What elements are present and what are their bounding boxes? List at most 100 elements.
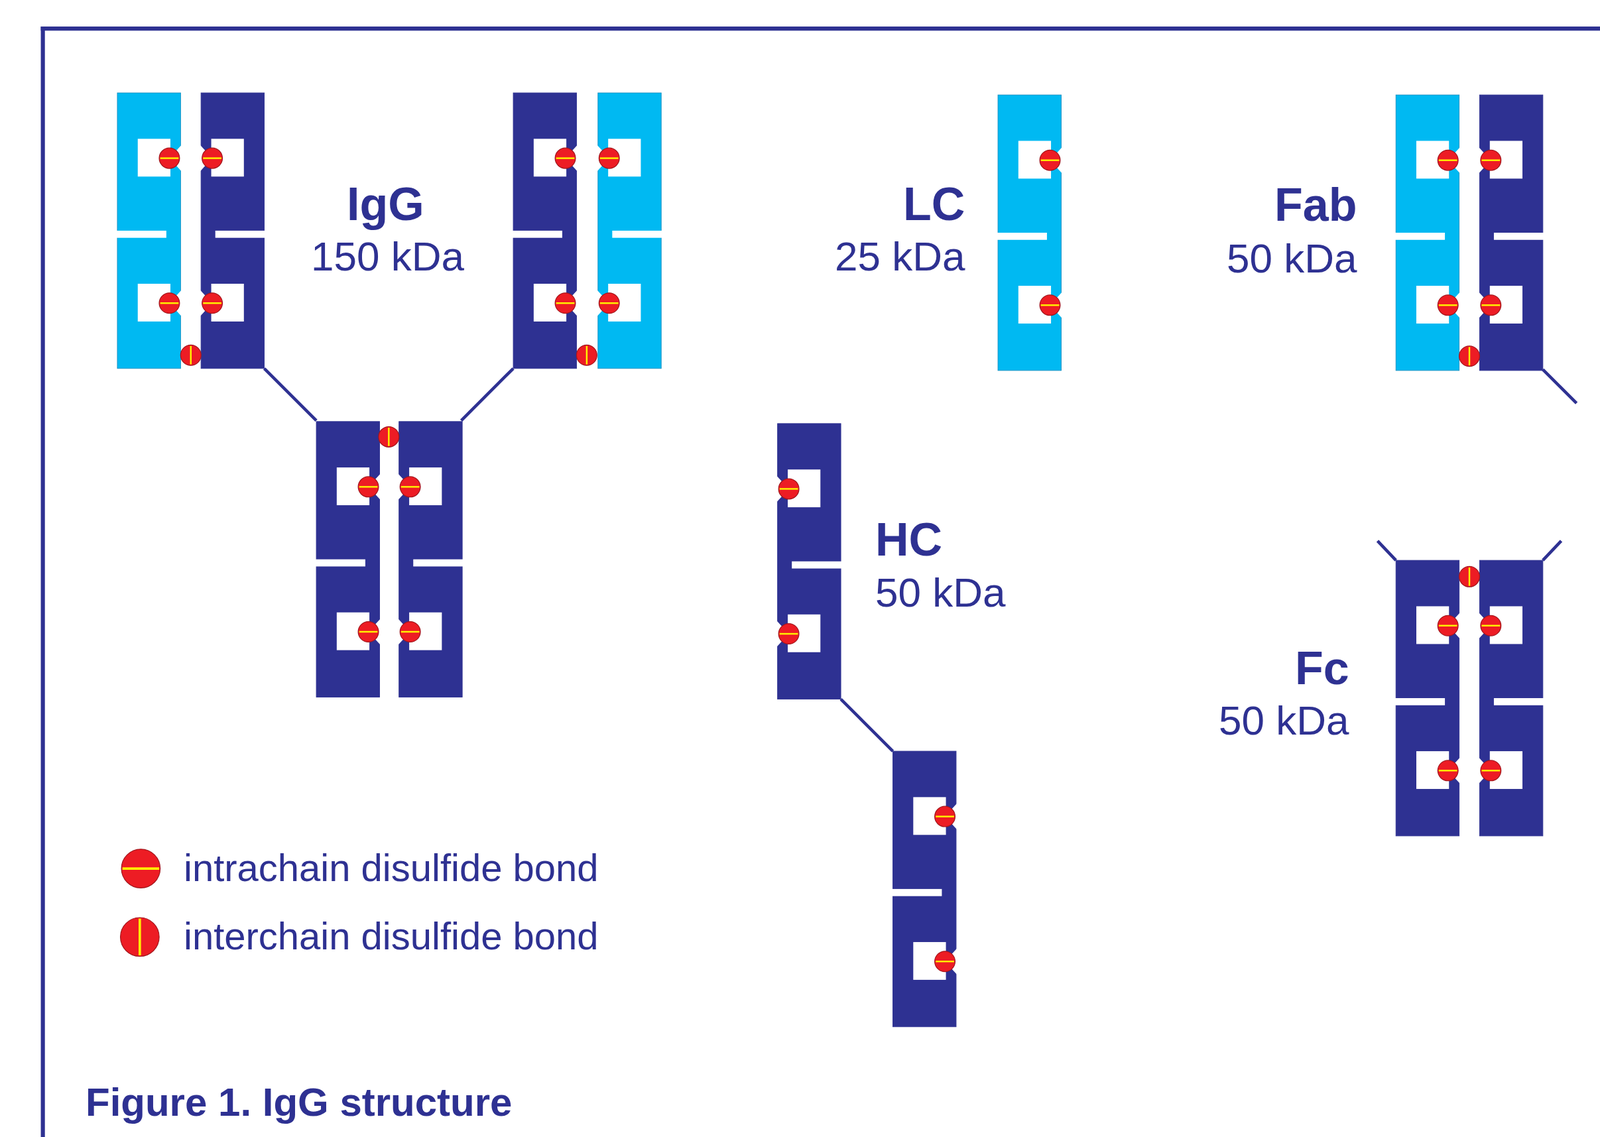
intrachain-bond — [934, 951, 956, 973]
legend-swatch — [121, 849, 160, 889]
intrachain-bond — [598, 293, 620, 314]
molecule-name: LC — [903, 177, 965, 232]
frame-line — [41, 26, 46, 1137]
hinge-line — [264, 368, 317, 422]
bond-line — [779, 633, 799, 635]
bond-line — [1438, 159, 1458, 161]
bond-line — [401, 631, 420, 633]
domain-slit — [1493, 698, 1544, 706]
bond-line — [556, 302, 575, 304]
bond-line — [202, 157, 222, 159]
intrachain-bond — [202, 293, 223, 314]
intrachain-bond — [358, 476, 379, 498]
intrachain-bond — [778, 478, 800, 500]
intrachain-bond — [159, 147, 180, 169]
molecule-name: IgG — [346, 177, 425, 232]
intrachain-bond — [1039, 149, 1061, 171]
bond-line — [600, 302, 619, 304]
intrachain-bond — [1480, 149, 1502, 171]
legend-swatch-line — [122, 867, 160, 870]
domain-slit — [512, 230, 563, 239]
molecular-weight: 50 kDa — [875, 568, 1006, 616]
bond-line — [1481, 304, 1500, 306]
intrachain-bond — [1437, 760, 1459, 782]
bond-line — [779, 488, 799, 490]
molecular-weight: 50 kDa — [1226, 234, 1357, 282]
bond-line — [401, 486, 420, 488]
hinge-line — [840, 699, 893, 752]
chain-domain — [893, 751, 957, 1028]
intrachain-bond — [1480, 615, 1502, 636]
hinge-line — [1542, 541, 1562, 561]
interchain-bond — [1459, 566, 1480, 587]
molecule-name: Fab — [1274, 178, 1357, 233]
bond-line — [1481, 769, 1500, 772]
chain-domain — [1479, 94, 1543, 371]
intrachain-bond — [778, 623, 800, 645]
hinge-line — [1542, 369, 1577, 404]
molecular-weight: 50 kDa — [1218, 696, 1349, 744]
bond-line — [1481, 159, 1500, 161]
molecule-name: HC — [875, 513, 943, 567]
domain-slit — [612, 230, 662, 239]
chain-domain — [997, 94, 1061, 371]
bond-line — [935, 960, 955, 963]
intrachain-bond — [1437, 615, 1459, 636]
intrachain-bond — [1437, 295, 1459, 316]
molecule-name: Fc — [1294, 641, 1350, 696]
bond-line — [160, 157, 180, 159]
domain-slit — [215, 230, 266, 239]
hinge-line — [1377, 541, 1397, 561]
intrachain-bond — [1480, 295, 1502, 316]
molecular-weight: 150 kDa — [310, 232, 465, 280]
bond-line — [1468, 567, 1471, 587]
legend-text: interchain disulfide bond — [183, 914, 599, 959]
bond-line — [359, 631, 378, 633]
bond-line — [1481, 624, 1500, 626]
interchain-bond — [378, 427, 400, 448]
bond-line — [202, 302, 222, 304]
bond-line — [586, 346, 588, 365]
bond-line — [190, 346, 192, 365]
bond-line — [1438, 769, 1458, 772]
bond-line — [1041, 304, 1060, 306]
domain-slit — [413, 559, 463, 567]
interchain-bond — [576, 344, 597, 366]
domain-slit — [791, 561, 842, 569]
legend-swatch — [120, 917, 160, 957]
bond-line — [1041, 159, 1060, 161]
bond-line — [1438, 624, 1458, 626]
legend-text: intrachain disulfide bond — [183, 846, 599, 891]
intrachain-bond — [358, 621, 379, 643]
domain-slit — [891, 889, 942, 897]
intrachain-bond — [1437, 149, 1459, 171]
intrachain-bond — [554, 147, 576, 169]
intrachain-bond — [159, 293, 180, 314]
figure-caption: Figure 1. IgG structure — [85, 1079, 512, 1126]
bond-line — [359, 486, 378, 488]
intrachain-bond — [554, 293, 576, 314]
domain-slit — [315, 559, 366, 567]
molecular-weight: 25 kDa — [834, 232, 965, 280]
hinge-line — [461, 368, 514, 422]
intrachain-bond — [934, 806, 956, 827]
bond-line — [1438, 304, 1458, 306]
intrachain-bond — [1480, 760, 1502, 782]
bond-line — [600, 157, 619, 159]
domain-slit — [997, 232, 1047, 241]
domain-slit — [1395, 232, 1445, 241]
interchain-bond — [180, 344, 201, 366]
bond-line — [1468, 346, 1471, 366]
bond-line — [935, 815, 955, 817]
bond-line — [160, 302, 180, 304]
intrachain-bond — [1039, 295, 1061, 316]
interchain-bond — [1459, 346, 1480, 367]
intrachain-bond — [598, 147, 620, 169]
chain-domain — [1395, 94, 1459, 371]
bond-line — [556, 157, 575, 159]
intrachain-bond — [399, 621, 421, 643]
bond-line — [387, 427, 390, 447]
intrachain-bond — [399, 476, 421, 498]
